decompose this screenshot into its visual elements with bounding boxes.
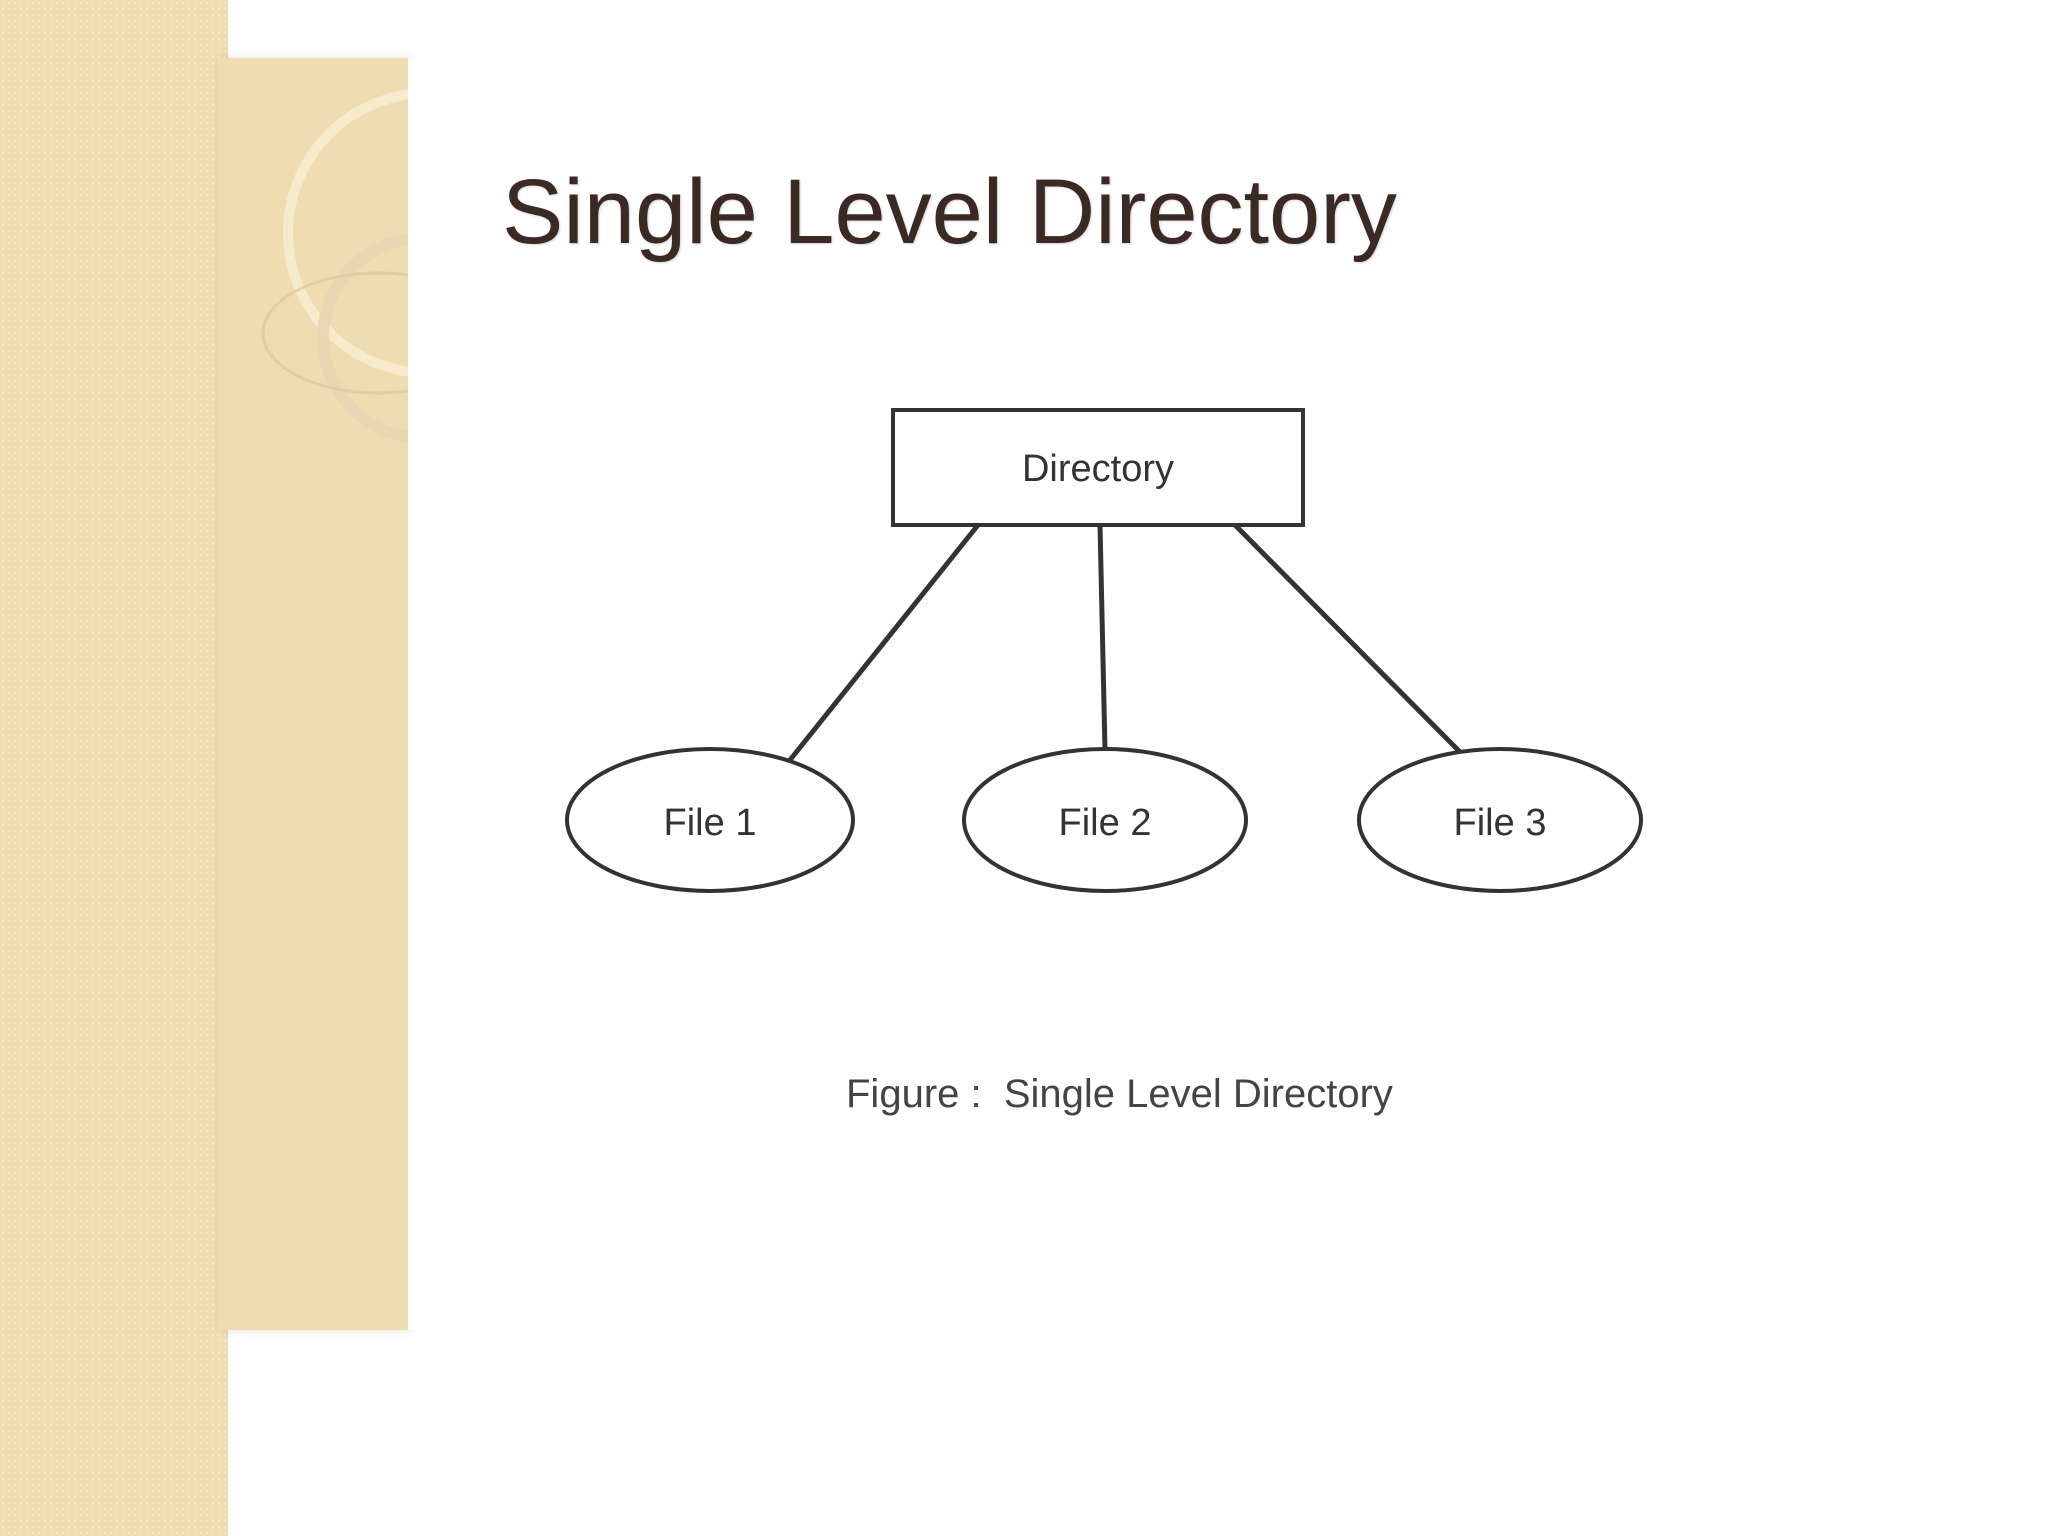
file-node-2: File 2 [962,747,1248,893]
slide-title: Single Level Directory [502,161,1397,263]
decorative-panel [218,58,408,1330]
content-area [408,58,2048,1330]
file-node-1-label: File 1 [664,802,757,844]
figure-caption: Figure : Single Level Directory [846,1072,1393,1116]
file-node-3: File 3 [1357,747,1643,893]
file-node-1: File 1 [565,747,855,893]
edge-directory-file-1 [788,523,980,762]
edge-directory-file-2 [1097,524,1108,751]
file-node-2-label: File 2 [1059,802,1152,844]
decorative-circles [261,89,408,443]
directory-node-label: Directory [1022,448,1174,490]
file-node-3-label: File 3 [1454,802,1547,844]
edge-directory-file-3 [1233,523,1462,754]
left-decorative-strip [0,0,228,1536]
directory-node: Directory [891,408,1305,527]
